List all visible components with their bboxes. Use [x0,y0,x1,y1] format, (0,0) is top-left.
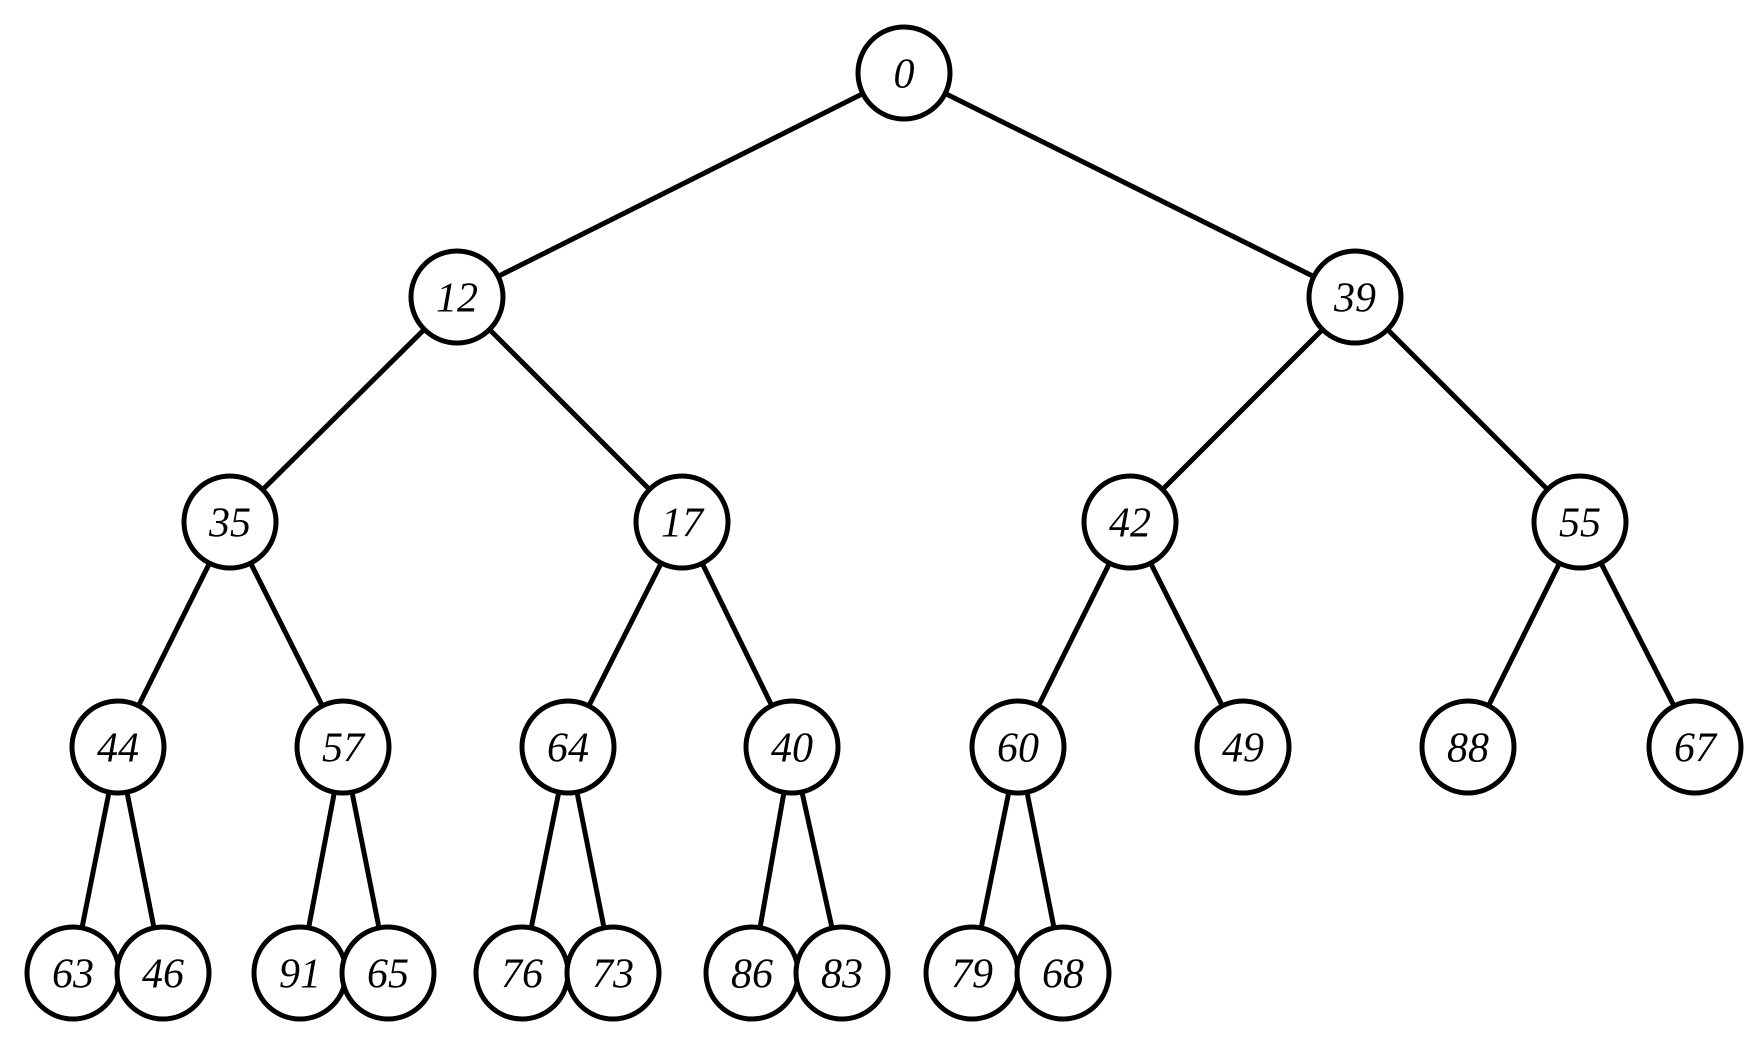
tree-node-40: 40 [743,698,841,796]
tree-edge-39-42 [1128,295,1357,524]
tree-node-circle-44 [69,698,167,796]
tree-node-circle-55 [1531,473,1629,571]
tree-node-circle-64 [519,698,617,796]
tree-edge-0-12 [455,70,906,300]
tree-node-label-39: 39 [1333,275,1376,321]
tree-node-0: 0 [855,24,953,122]
tree-node-42: 42 [1081,473,1179,571]
tree-node-label-35: 35 [208,500,251,546]
tree-node-circle-0 [855,24,953,122]
tree-node-circle-57 [294,698,392,796]
tree-node-label-86: 86 [731,951,773,997]
tree-node-circle-60 [969,698,1067,796]
tree-node-circle-35 [181,473,279,571]
tree-node-73: 73 [564,924,662,1022]
tree-node-35: 35 [181,473,279,571]
tree-node-68: 68 [1014,924,1112,1022]
tree-node-label-46: 46 [142,951,184,997]
tree-node-44: 44 [69,698,167,796]
tree-node-label-17: 17 [661,500,705,546]
tree-node-91: 91 [251,924,349,1022]
tree-node-65: 65 [339,924,437,1022]
tree-node-label-83: 83 [821,951,863,997]
tree-node-label-65: 65 [367,951,409,997]
tree-node-64: 64 [519,698,617,796]
tree-node-83: 83 [793,924,891,1022]
tree-node-circle-73 [564,924,662,1022]
tree-node-63: 63 [24,924,122,1022]
tree-node-label-55: 55 [1559,500,1601,546]
tree-node-label-88: 88 [1447,725,1489,771]
tree-node-circle-40 [743,698,841,796]
tree-node-39: 39 [1306,248,1404,346]
tree-node-57: 57 [294,698,392,796]
tree-node-label-68: 68 [1042,951,1084,997]
tree-node-55: 55 [1531,473,1629,571]
tree-node-label-40: 40 [771,725,813,771]
tree-node-circle-67 [1646,698,1744,796]
tree-node-circle-65 [339,924,437,1022]
tree-node-label-79: 79 [951,951,993,997]
tree-node-circle-88 [1419,698,1517,796]
tree-node-circle-12 [408,248,506,346]
tree-node-label-60: 60 [997,725,1039,771]
tree-edge-0-39 [902,70,1357,300]
tree-node-12: 12 [408,248,506,346]
tree-node-circle-49 [1194,698,1292,796]
tree-node-circle-83 [793,924,891,1022]
tree-edge-39-55 [1353,295,1582,524]
tree-node-label-44: 44 [97,725,139,771]
tree-node-label-42: 42 [1109,500,1151,546]
tree-node-label-0: 0 [894,51,915,97]
tree-node-label-73: 73 [592,951,634,997]
tree-node-67: 67 [1646,698,1744,796]
tree-node-17: 17 [633,473,731,571]
tree-node-60: 60 [969,698,1067,796]
tree-node-86: 86 [703,924,801,1022]
tree-node-label-12: 12 [436,275,478,321]
tree-node-circle-68 [1014,924,1112,1022]
tree-edge-12-17 [455,295,684,524]
tree-node-label-91: 91 [279,951,321,997]
tree-node-label-49: 49 [1222,725,1264,771]
tree-node-circle-17 [633,473,731,571]
tree-node-79: 79 [923,924,1021,1022]
tree-node-88: 88 [1419,698,1517,796]
tree-node-label-67: 67 [1674,725,1718,771]
tree-node-label-63: 63 [52,951,94,997]
tree-node-label-64: 64 [547,725,589,771]
tree-node-circle-42 [1081,473,1179,571]
tree-node-76: 76 [473,924,571,1022]
tree-edge-12-35 [228,295,459,524]
tree-node-46: 46 [114,924,212,1022]
tree-node-49: 49 [1194,698,1292,796]
tree-node-circle-39 [1306,248,1404,346]
tree-node-label-57: 57 [322,725,366,771]
tree-node-circle-46 [114,924,212,1022]
tree-node-label-76: 76 [501,951,543,997]
